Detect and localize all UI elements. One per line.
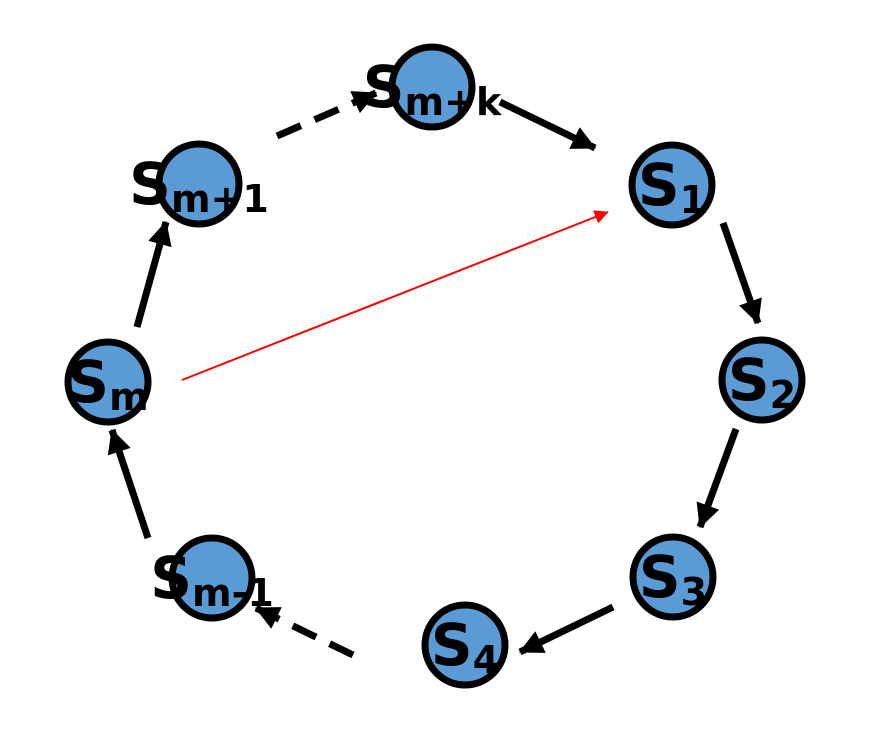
node-label-s-m-plus-k: Sm+k (363, 53, 502, 124)
edge-layer (107, 89, 762, 659)
node-label-main-s2: S (728, 346, 770, 414)
edge-s2-to-s3-arrow (696, 427, 740, 529)
edge-s4-to-s-m-minus-1-dashed-arrow (254, 604, 355, 659)
node-s-m-plus-1: Sm+1 (129, 140, 269, 228)
node-s4: S4 (421, 601, 509, 689)
node-s2: S2 (718, 336, 806, 424)
node-label-s4: S4 (431, 611, 499, 682)
node-label-sub-s-m-plus-1: m+1 (171, 177, 269, 221)
node-circle-s-m (64, 338, 152, 426)
node-label-s-m-minus-1: Sm-1 (150, 544, 274, 615)
node-circle-s4 (421, 601, 509, 689)
edge-s-m-plus-1-to-s-m-plus-k-dashed-arrow (275, 89, 378, 140)
node-label-main-s4: S (431, 611, 473, 679)
node-s1: S1 (628, 141, 716, 229)
red-transition-arrow-s-m-to-s1 (181, 210, 609, 381)
node-s-m-plus-k: Sm+k (363, 43, 502, 131)
node-circle-s3 (629, 533, 717, 621)
node-label-main-s-m-plus-1: S (129, 150, 171, 218)
node-label-s-m: Sm (67, 348, 148, 419)
edge-s-m-to-s-m-plus-1-arrow (133, 220, 172, 328)
node-label-s2: S2 (728, 346, 796, 417)
node-s3: S3 (629, 533, 717, 621)
node-label-sub-s4: 4 (473, 638, 499, 682)
node-circle-s-m-minus-1 (168, 534, 256, 622)
node-circle-s1 (628, 141, 716, 229)
node-label-main-s-m: S (67, 348, 109, 416)
node-label-sub-s3: 3 (681, 570, 707, 614)
node-s-m: Sm (64, 338, 152, 426)
node-label-s-m-plus-1: Sm+1 (129, 150, 269, 221)
node-label-main-s-m-plus-k: S (363, 53, 405, 121)
node-label-sub-s2: 2 (770, 373, 796, 417)
node-s-m-minus-1: Sm-1 (150, 534, 274, 622)
node-label-sub-s1: 1 (680, 178, 706, 222)
node-label-sub-s-m-plus-k: m+k (405, 80, 502, 124)
node-circle-s2 (718, 336, 806, 424)
edge-s1-to-s2-arrow (719, 221, 762, 325)
node-circle-s-m-plus-k (388, 43, 476, 131)
node-label-sub-s-m-minus-1: m-1 (192, 571, 274, 615)
node-label-s1: S1 (638, 151, 706, 222)
edge-s-m-plus-k-to-s1-arrow (498, 98, 597, 152)
edge-s3-to-s4-arrow (518, 603, 615, 656)
node-label-sub-s-m: m (109, 375, 149, 419)
edge-s-m-minus-1-to-s-m-arrow (107, 428, 152, 540)
node-label-s3: S3 (639, 543, 707, 614)
node-label-main-s1: S (638, 151, 680, 219)
node-label-main-s-m-minus-1: S (150, 544, 192, 612)
node-label-main-s3: S (639, 543, 681, 611)
node-circle-s-m-plus-1 (155, 140, 243, 228)
